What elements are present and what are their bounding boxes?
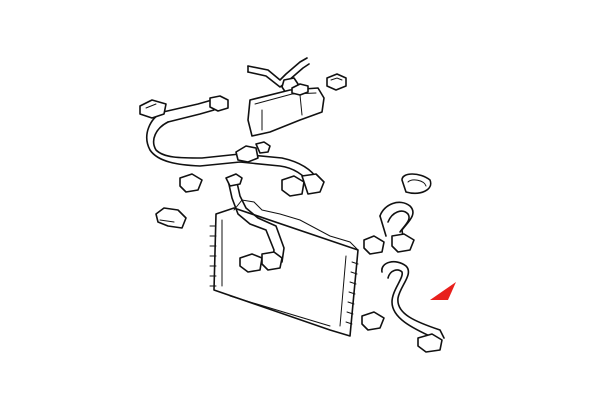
mounting-bracket[interactable] — [155, 207, 187, 229]
hose-clamp-mid-left[interactable] — [179, 173, 203, 193]
hose-fitting-center[interactable] — [235, 141, 271, 163]
radiator-inlet-clamps[interactable] — [239, 251, 283, 273]
red-pointer-arrow-icon — [430, 282, 456, 300]
upper-coolant-hose[interactable] — [146, 99, 319, 187]
hose-clamp-left[interactable] — [139, 99, 167, 119]
radiator-inlet-hose[interactable] — [225, 173, 285, 263]
lower-coolant-hose[interactable] — [381, 260, 445, 353]
expansion-tank-cap[interactable] — [326, 73, 347, 91]
hose-clamp-center[interactable] — [209, 95, 229, 112]
expansion-tank-vent-hose[interactable] — [247, 57, 310, 88]
hose-clamps-mid-right[interactable] — [363, 233, 415, 255]
hose-clamp-top-right[interactable] — [401, 173, 432, 195]
hose-clamp-right[interactable] — [281, 173, 325, 197]
radiator[interactable] — [209, 199, 359, 337]
hose-clamp-bottom[interactable] — [361, 311, 385, 331]
bypass-hose[interactable] — [379, 201, 414, 245]
coolant-expansion-tank[interactable] — [247, 83, 325, 137]
